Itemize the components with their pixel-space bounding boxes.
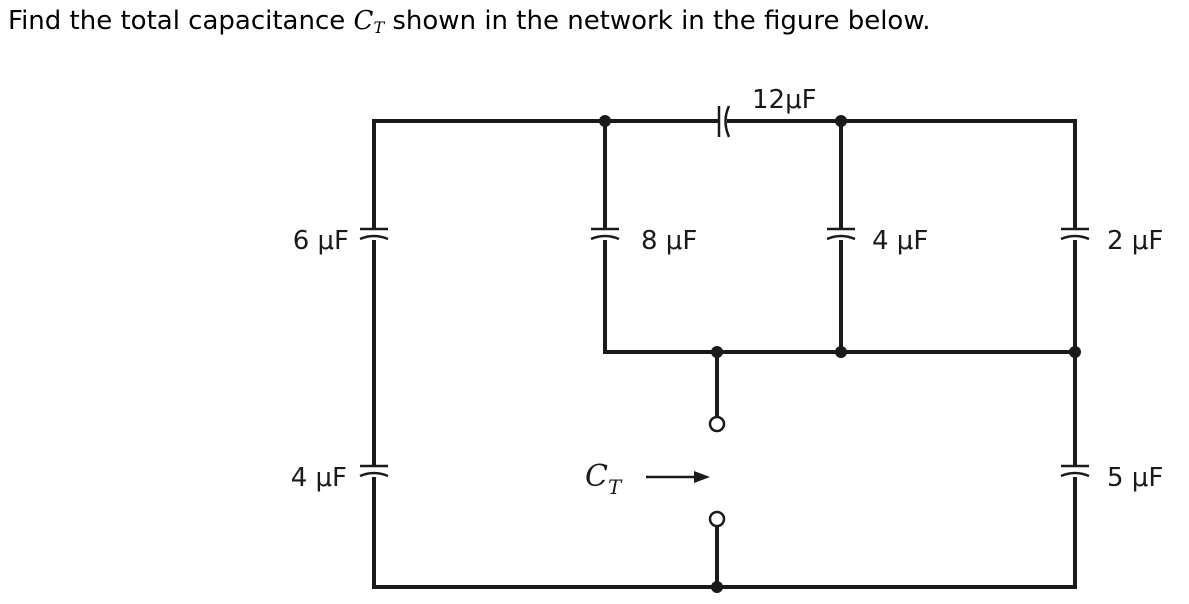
label-5uf: 5 μF	[1107, 463, 1163, 493]
capacitor-2uf	[1060, 227, 1090, 241]
capacitor-5uf	[1060, 464, 1090, 478]
label-2uf: 2 μF	[1107, 226, 1163, 256]
junction-dot	[599, 115, 611, 127]
label-ct: CT	[585, 459, 623, 499]
label-6uf: 6 μF	[293, 226, 349, 256]
capacitor-4uf-lower	[359, 464, 389, 478]
terminal-bottom	[708, 510, 726, 528]
ct-arrow-head-icon	[694, 471, 710, 483]
question-prefix: Find the total capacitance	[8, 6, 354, 36]
capacitor-8uf	[590, 227, 620, 241]
question-text: Find the total capacitance CT shown in t…	[8, 6, 930, 37]
capacitor-12uf	[717, 105, 731, 138]
junction-dot	[711, 346, 723, 358]
question-ct-symbol: CT	[353, 6, 385, 37]
label-8uf: 8 μF	[641, 226, 697, 256]
junction-dot	[1069, 346, 1081, 358]
label-4uf-upper: 4 μF	[872, 226, 928, 256]
capacitor-6uf	[359, 227, 389, 241]
junction-dot	[835, 346, 847, 358]
junction-dot	[711, 581, 723, 593]
question-suffix: shown in the network in the figure below…	[384, 6, 931, 36]
capacitor-4uf-upper	[826, 227, 856, 241]
label-12uf: 12μF	[752, 85, 817, 115]
label-4uf-lower: 4 μF	[291, 463, 347, 493]
terminal-top	[708, 415, 726, 433]
junction-dot	[835, 115, 847, 127]
